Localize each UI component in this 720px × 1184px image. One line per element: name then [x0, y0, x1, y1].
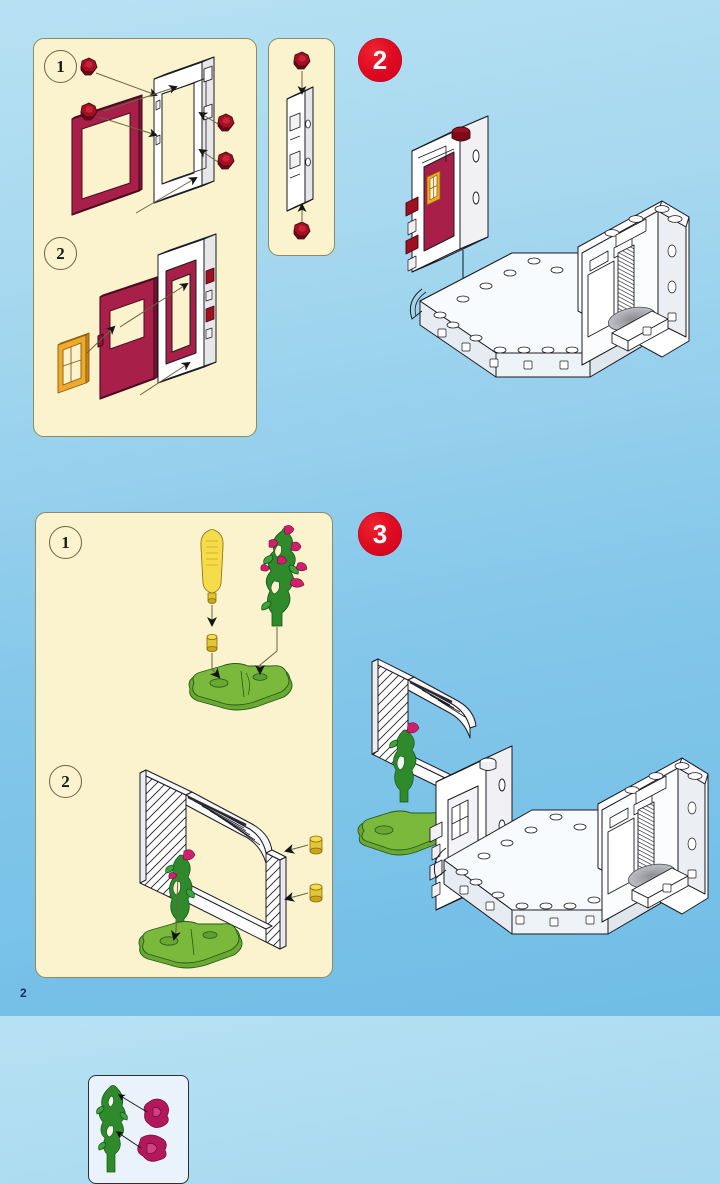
red-peg-bottom [293, 221, 311, 240]
red-peg-top [293, 51, 311, 70]
substep-badge-2: 2 [44, 237, 77, 270]
parts-panel-top-left: 1 [33, 38, 257, 437]
page-number: 2 [20, 986, 27, 1000]
substep-badge-2: 2 [49, 765, 82, 798]
green-plant-stem [96, 1085, 128, 1173]
substep-badge-1: 1 [49, 526, 82, 559]
step-2-badge: 2 [358, 38, 402, 82]
white-door-frame-assembled [157, 233, 217, 384]
magenta-blossom-on-trellis [168, 849, 196, 879]
white-door-frame-part [153, 56, 215, 204]
inset-plants-box [88, 1075, 189, 1184]
instruction-page: 1 [20, 38, 709, 1184]
trellis-arch-top [185, 791, 273, 864]
assembly-arrows [207, 605, 278, 679]
assembly-arrows [86, 282, 191, 396]
step-3-badge: 3 [358, 512, 402, 556]
green-base-plate [138, 921, 243, 969]
climbing-plant-on-trellis [389, 729, 417, 803]
yellow-tool-part [200, 529, 224, 604]
green-base-plate [357, 810, 451, 856]
magenta-flower-cluster [137, 1098, 169, 1162]
house-right-wall [577, 200, 690, 366]
assembly-arrows [95, 72, 219, 214]
assembly-arrows [171, 844, 309, 941]
parts-panel-top-left-secondary [268, 38, 335, 256]
red-peg-bottom-right [217, 151, 235, 170]
parts-panel-bottom-left: 1 [35, 512, 333, 1184]
substep-2-trellis-illustration [138, 769, 323, 969]
climbing-plant-on-trellis [165, 854, 195, 932]
magenta-blossom [406, 722, 420, 734]
substep-1-illustration [71, 56, 235, 216]
magenta-blossoms [260, 525, 308, 588]
green-base-plate [188, 663, 293, 711]
house-right-wall [597, 757, 709, 923]
yellow-window-pane-part [57, 332, 90, 394]
substep-1-plant-illustration [188, 525, 308, 711]
hinge-column-illustration [286, 51, 314, 240]
crimson-door-part [97, 276, 158, 400]
trellis-right-post [265, 849, 287, 950]
white-hinge-column-part [286, 86, 314, 212]
yellow-peg-lower [309, 883, 323, 903]
yellow-peg-part [206, 634, 218, 653]
crimson-door-frame-part [71, 94, 143, 216]
step-2-illustration [405, 115, 690, 378]
substep-badge-1: 1 [44, 50, 77, 83]
substep-2-illustration [57, 233, 217, 400]
assembled-door-module [405, 115, 489, 273]
red-peg-top-left [80, 57, 98, 76]
yellow-peg-upper [309, 835, 323, 855]
climbing-plant-with-flowers [261, 528, 299, 627]
inset-plant-illustration [96, 1085, 169, 1173]
step-3-illustration [357, 658, 709, 935]
red-peg-top-right [217, 113, 235, 132]
